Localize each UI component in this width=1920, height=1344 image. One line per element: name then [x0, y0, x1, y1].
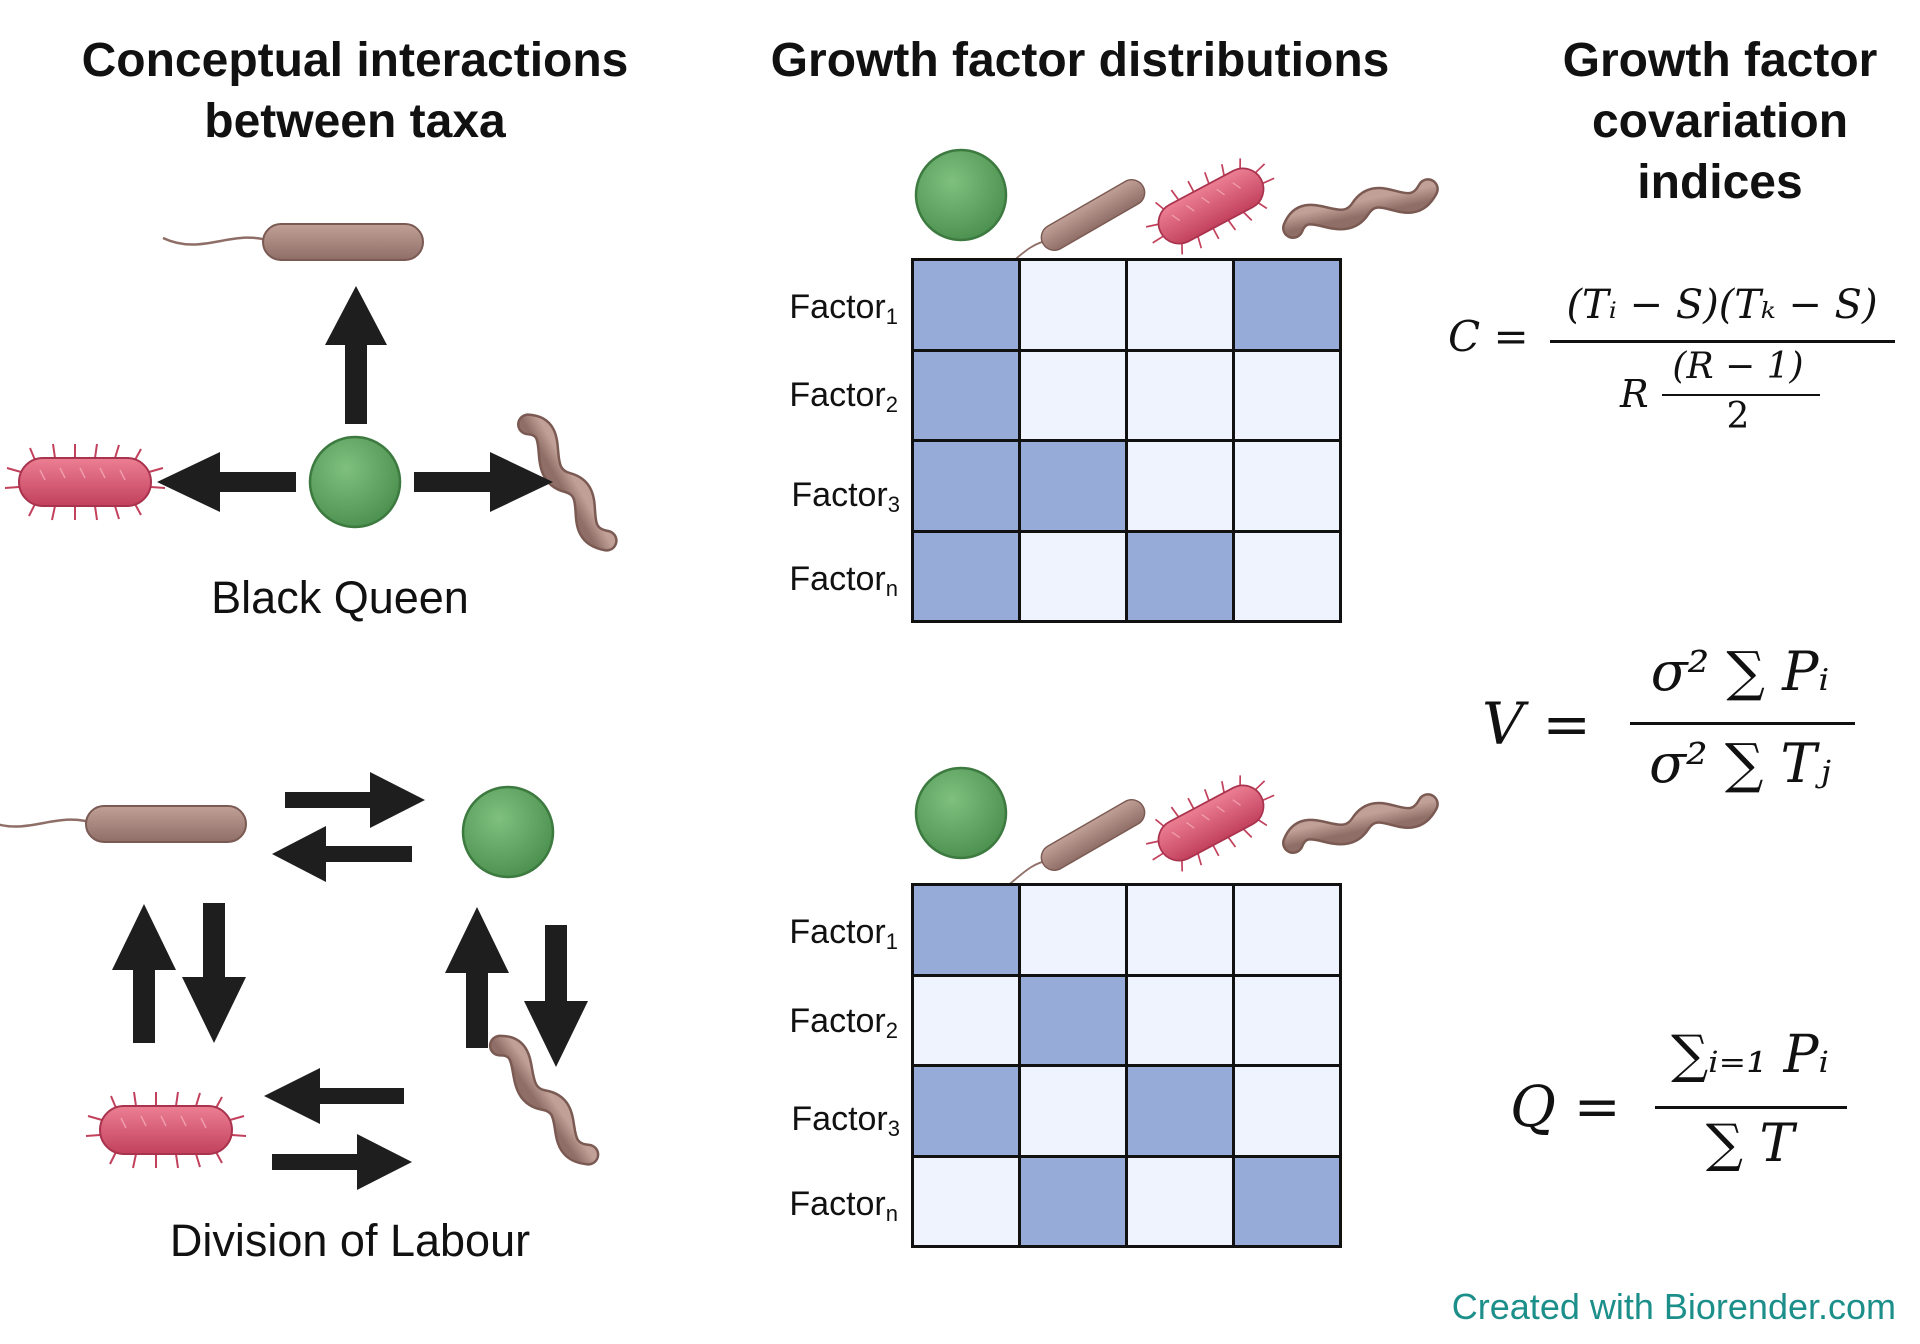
grid-cell: [1235, 976, 1339, 1064]
title-right-line1: Growth factor: [1562, 34, 1878, 87]
title-left-line1: Conceptual interactions: [81, 34, 629, 87]
caption-division-of-labour: Division of Labour: [169, 1215, 531, 1266]
caption-black-queen: Black Queen: [211, 572, 469, 623]
arrow-up-icon: [445, 907, 509, 1048]
grid-cell: [1021, 351, 1125, 439]
grid-cell: [1128, 532, 1232, 620]
equation-c-numerator: (Tᵢ − S)(Tₖ − S): [1566, 282, 1878, 328]
title-right: Growth factor covariation indices: [1500, 30, 1920, 213]
factor-label: Factor1: [789, 913, 898, 954]
title-left-line2: between taxa: [204, 95, 506, 148]
arrow-right-icon: [272, 1134, 412, 1190]
black-queen-arrows: [157, 286, 553, 512]
grid-cell: [1021, 532, 1125, 620]
grid-cell: [1235, 261, 1339, 349]
grid-cell: [1021, 886, 1125, 974]
grid-cell: [1021, 261, 1125, 349]
grid-cell: [914, 1067, 1018, 1155]
title-middle: Growth factor distributions: [740, 30, 1420, 91]
grid-cell: [914, 886, 1018, 974]
grid-cell: [1021, 976, 1125, 1064]
title-right-line2: covariation: [1591, 95, 1849, 148]
arrow-left-icon: [264, 1068, 404, 1124]
grid-cell: [914, 442, 1018, 530]
grid-cell: [1235, 351, 1339, 439]
grid-cell: [1235, 532, 1339, 620]
division-of-labour-diagram: [0, 772, 590, 1190]
grid-cell: [1021, 442, 1125, 530]
grid-cell: [1128, 1067, 1232, 1155]
equation-q-numerator: ∑ᵢ₌₁ Pᵢ: [1671, 1025, 1829, 1085]
title-left: Conceptual interactions between taxa: [40, 30, 670, 152]
grid-cell: [914, 351, 1018, 439]
grid-cell: [1128, 442, 1232, 530]
factor-label: Factor3: [791, 476, 900, 517]
arrow-down-icon: [524, 925, 588, 1067]
growth-factor-grid-top: [911, 258, 1342, 623]
factor-label: Factorn: [789, 1185, 898, 1226]
factor-label: Factor2: [789, 376, 898, 417]
credit-text: Created with Biorender.com: [1451, 1286, 1896, 1327]
equation-v-bar: [1630, 722, 1855, 725]
equation-q-denominator: ∑ T: [1705, 1114, 1795, 1174]
grid-cell: [1021, 1157, 1125, 1245]
equation-c-den-left: R: [1620, 372, 1649, 416]
equation-v-lhs: V =: [1482, 690, 1591, 758]
equation-q-lhs: Q =: [1510, 1075, 1621, 1140]
arrow-left-icon: [157, 452, 296, 512]
arrow-right-icon: [285, 772, 425, 828]
black-queen-diagram: [4, 222, 609, 547]
factor-label: Factor1: [789, 288, 898, 329]
arrow-up-icon: [112, 904, 176, 1043]
equation-v-numerator: σ² ∑ Pᵢ: [1650, 640, 1830, 703]
grid-cell: [1128, 261, 1232, 349]
grid-cell: [914, 532, 1018, 620]
equation-c-den-numerator: (R − 1): [1672, 346, 1804, 387]
equation-c-den-denominator: 2: [1726, 396, 1750, 437]
equation-v-denominator: σ² ∑ Tⱼ: [1649, 732, 1831, 795]
title-middle-line1: Growth factor distributions: [770, 34, 1390, 87]
grid-cell: [1128, 976, 1232, 1064]
grid-cell: [1235, 1157, 1339, 1245]
factor-label: Factorn: [789, 560, 898, 601]
equation-c-bar: [1550, 340, 1895, 343]
arrow-up-icon: [325, 286, 387, 424]
equation-c-lhs: C =: [1448, 312, 1529, 361]
arrow-down-icon: [182, 903, 246, 1043]
growth-factor-grid-bottom: [911, 883, 1342, 1248]
equation-q-bar: [1655, 1106, 1847, 1109]
arrow-right-icon: [414, 452, 553, 512]
grid-cell: [1235, 886, 1339, 974]
grid-cell: [914, 976, 1018, 1064]
grid-cell: [1235, 1067, 1339, 1155]
grid-cell: [1235, 442, 1339, 530]
title-right-line3: indices: [1637, 156, 1803, 209]
division-arrows: [112, 772, 588, 1190]
factor-label: Factor2: [789, 1002, 898, 1043]
grid-cell: [1128, 886, 1232, 974]
arrow-left-icon: [272, 826, 412, 882]
grid-cell: [1128, 1157, 1232, 1245]
grid-cell: [1128, 351, 1232, 439]
equation-c-den-bar: [1662, 394, 1820, 396]
grid-cell: [914, 261, 1018, 349]
grid-cell: [1021, 1067, 1125, 1155]
factor-label: Factor3: [791, 1100, 900, 1141]
grid-cell: [914, 1157, 1018, 1245]
